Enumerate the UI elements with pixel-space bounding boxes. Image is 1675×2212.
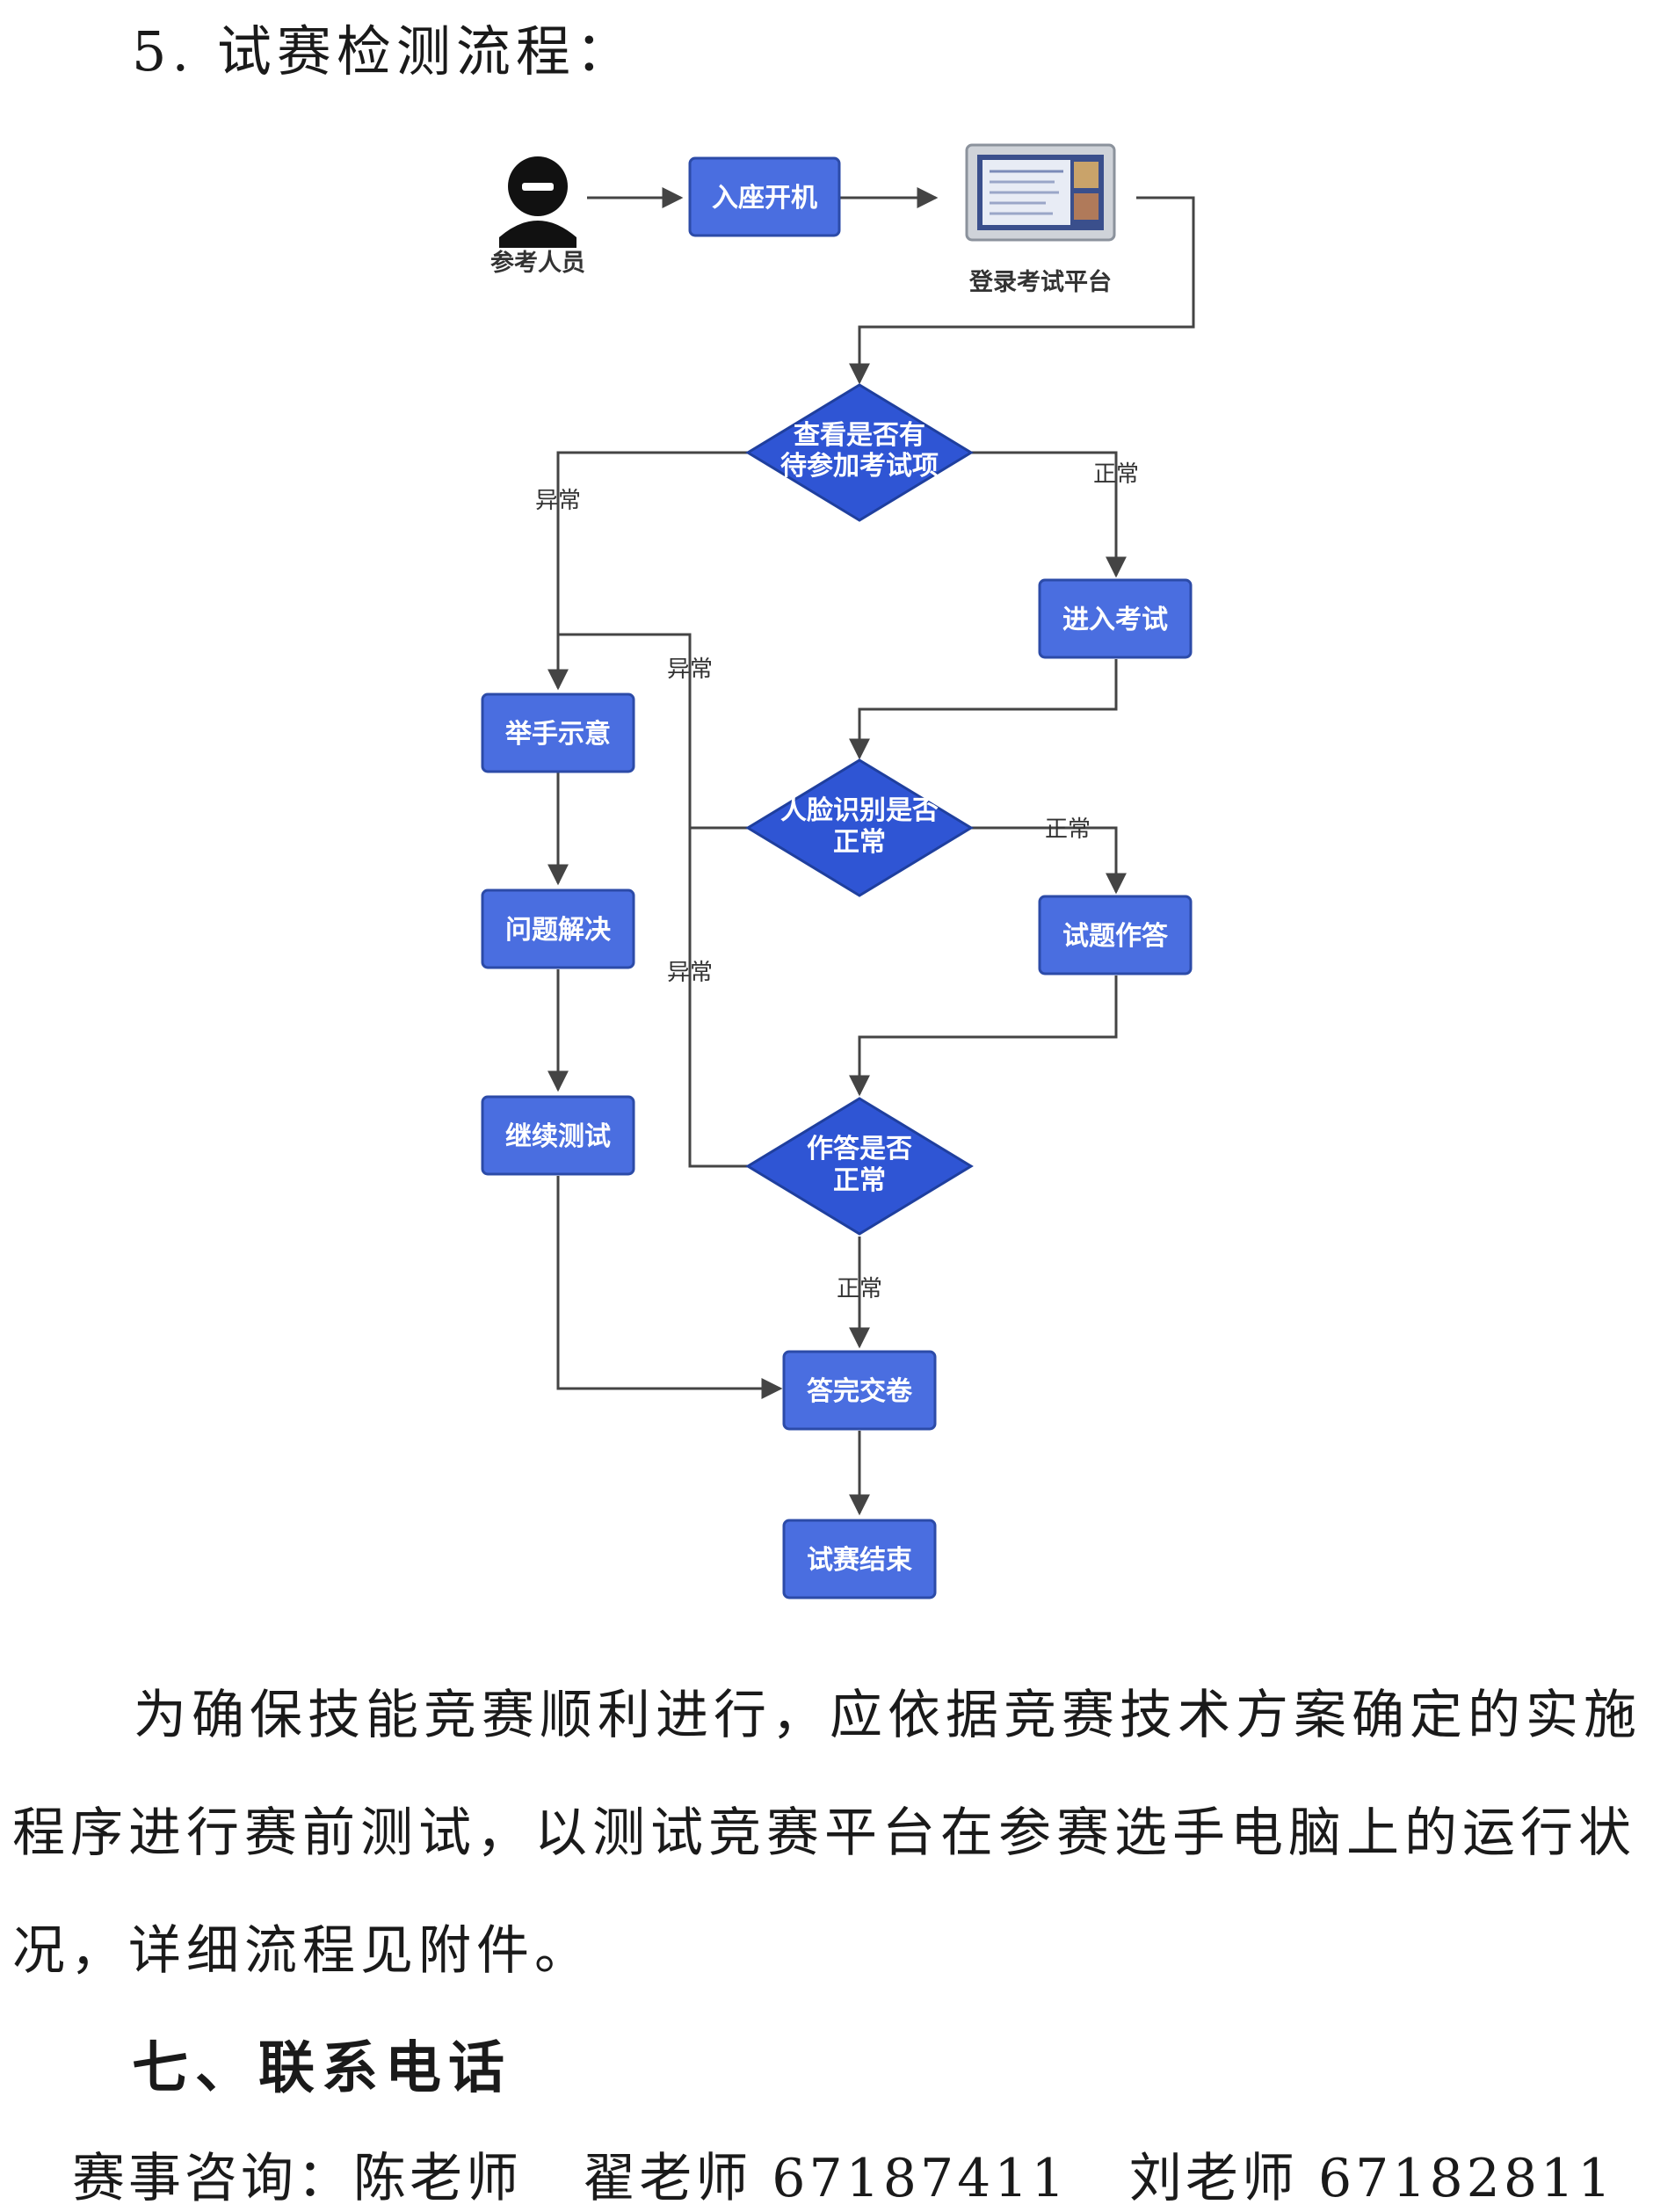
edge-face-abnormal <box>558 633 748 830</box>
flowchart: 参考人员 登录考试平台 正常 异常 异常 正常 异常 正常 入座开机 进入考试 <box>481 143 1195 1599</box>
contact-heading: 七、联系电话 <box>132 2035 511 2101</box>
svg-text:待参加考试项: 待参加考试项 <box>780 451 939 482</box>
svg-text:人脸识别是否: 人脸识别是否 <box>780 795 939 826</box>
svg-text:正常: 正常 <box>833 827 886 858</box>
node-continue-test: 继续测试 <box>481 1095 635 1176</box>
body-paragraph: 为确保技能竞赛顺利进行，应依据竞赛技术方案确定的实施程序进行赛前测试，以测试竞赛… <box>12 1685 1642 1982</box>
svg-text:举手示意: 举手示意 <box>504 719 611 750</box>
label-normal-3: 正常 <box>837 1276 882 1302</box>
label-abnormal-1: 异常 <box>535 488 581 514</box>
edge-face-normal <box>971 826 1127 895</box>
node-resolve-issue: 问题解决 <box>481 888 635 969</box>
svg-text:试赛结束: 试赛结束 <box>807 1545 912 1576</box>
node-submit: 答完交卷 <box>782 1350 937 1431</box>
person-icon <box>499 156 576 248</box>
decision-check-pending: 查看是否有 待参加考试项 <box>745 383 974 522</box>
node-end: 试赛结束 <box>782 1519 937 1599</box>
edge-login-to-check <box>849 196 1195 385</box>
contact-line: 赛事咨询：陈老师 翟老师 67187411 刘老师 67182811 <box>72 2148 1615 2209</box>
svg-text:查看是否有: 查看是否有 <box>794 420 925 451</box>
node-raise-hand: 举手示意 <box>481 693 635 773</box>
node-seat-boot: 入座开机 <box>688 156 841 237</box>
node-enter-exam: 进入考试 <box>1038 578 1193 659</box>
edge-check-abnormal <box>547 451 748 691</box>
edge-continue-to-submit <box>556 1176 783 1399</box>
participant-label: 参考人员 <box>490 249 585 277</box>
node-answer-questions: 试题作答 <box>1038 895 1193 975</box>
edge-enter-to-face <box>849 659 1118 760</box>
svg-text:继续测试: 继续测试 <box>505 1121 611 1152</box>
svg-text:作答是否: 作答是否 <box>807 1134 912 1164</box>
edge-answer-abnormal <box>688 828 748 1168</box>
decision-answer-normal: 作答是否 正常 <box>745 1097 974 1236</box>
svg-text:试题作答: 试题作答 <box>1062 921 1169 952</box>
svg-text:答完交卷: 答完交卷 <box>807 1376 913 1407</box>
label-normal-1: 正常 <box>1093 461 1139 488</box>
svg-text:问题解决: 问题解决 <box>505 915 611 946</box>
section-heading: 5. 试赛检测流程： <box>132 19 635 83</box>
laptop-icon <box>965 143 1116 242</box>
svg-text:入座开机: 入座开机 <box>712 183 817 214</box>
label-abnormal-2: 异常 <box>667 656 713 683</box>
svg-text:正常: 正常 <box>833 1165 886 1196</box>
label-normal-2: 正常 <box>1045 816 1091 843</box>
svg-text:进入考试: 进入考试 <box>1062 605 1168 635</box>
decision-face-recognition: 人脸识别是否 正常 <box>745 758 974 897</box>
label-abnormal-3: 异常 <box>667 960 713 986</box>
edge-answer-to-check <box>849 975 1118 1097</box>
login-platform-label: 登录考试平台 <box>968 268 1112 296</box>
edge-check-normal <box>971 451 1127 578</box>
